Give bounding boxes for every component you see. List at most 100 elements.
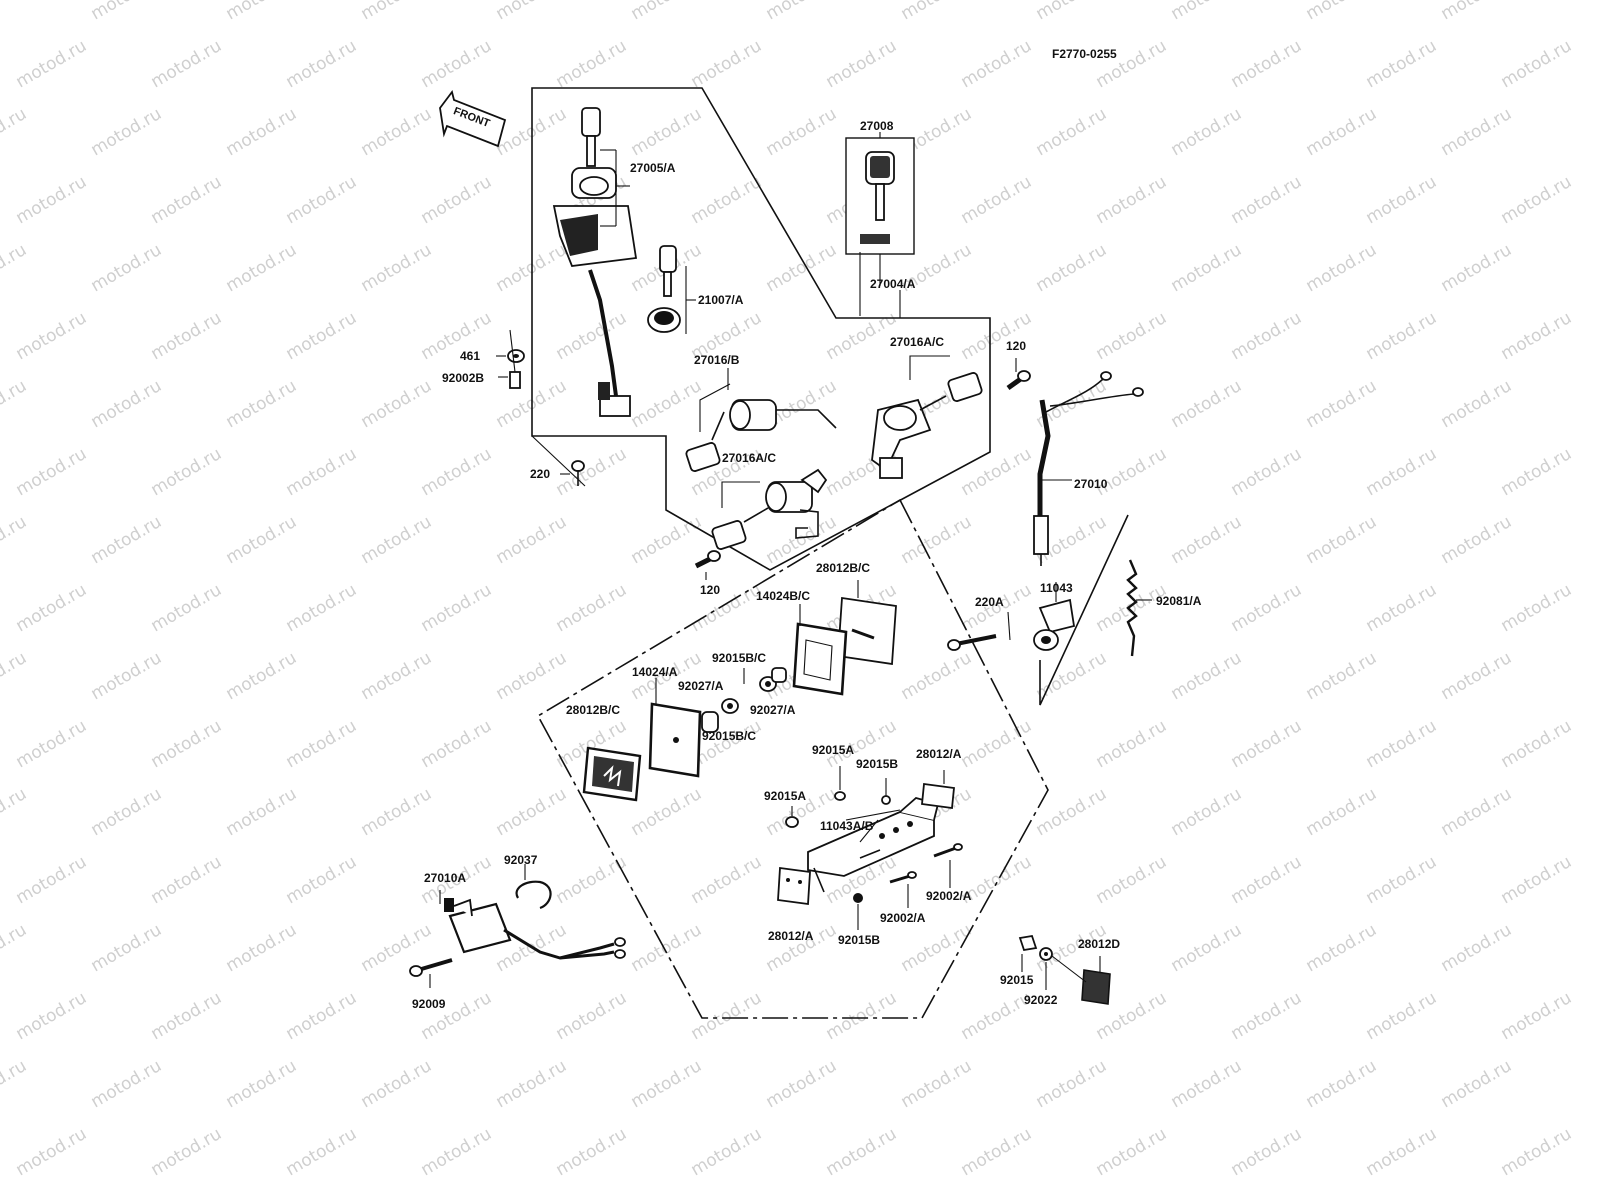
watermark-text: motod.ru xyxy=(0,240,30,296)
watermark-text: motod.ru xyxy=(13,716,91,772)
watermark-text: motod.ru xyxy=(88,240,166,296)
watermark-text: motod.ru xyxy=(628,104,706,160)
watermark-text: motod.ru xyxy=(1033,784,1111,840)
watermark-text: motod.ru xyxy=(1303,512,1381,568)
watermark-text: motod.ru xyxy=(0,784,30,840)
watermark-text: motod.ru xyxy=(148,988,226,1044)
watermark-text: motod.ru xyxy=(1033,0,1111,24)
watermark-text: motod.ru xyxy=(148,444,226,500)
watermark-text: motod.ru xyxy=(283,852,361,908)
watermark-text: motod.ru xyxy=(223,240,301,296)
watermark-text: motod.ru xyxy=(1438,648,1516,704)
watermark-text: motod.ru xyxy=(1168,648,1246,704)
label-11043: 11043 xyxy=(1040,581,1073,595)
watermark-text: motod.ru xyxy=(1363,308,1441,364)
watermark-text: motod.ru xyxy=(283,716,361,772)
label-27004a: 27004/A xyxy=(870,277,916,291)
screw-92009-part xyxy=(409,958,453,988)
switch-27010a-part xyxy=(439,890,626,960)
watermark-text: motod.ru xyxy=(283,36,361,92)
socket-92027a-right-part xyxy=(771,667,787,683)
watermark-text: motod.ru xyxy=(223,376,301,432)
watermark-text: motod.ru xyxy=(418,36,496,92)
watermark-text: motod.ru xyxy=(13,308,91,364)
bracket-11043-part xyxy=(1033,582,1076,651)
watermark-text: motod.ru xyxy=(148,1124,226,1180)
watermark-text: motod.ru xyxy=(1438,920,1516,976)
watermark-text: motod.ru xyxy=(1303,920,1381,976)
screw-92002b-part xyxy=(509,329,521,389)
watermark-text: motod.ru xyxy=(1228,988,1306,1044)
watermark-text: motod.ru xyxy=(1168,240,1246,296)
watermark-text: motod.ru xyxy=(1498,1124,1576,1180)
label-92027a-right: 92027/A xyxy=(750,703,796,717)
watermark-text: motod.ru xyxy=(628,512,706,568)
label-92002a-right: 92002/A xyxy=(926,889,972,903)
bolt-120-lower-part xyxy=(694,550,721,569)
nut-92015a-lower-part xyxy=(785,806,799,828)
diagram-code: F2770-0255 xyxy=(1052,47,1117,61)
watermark-text: motod.ru xyxy=(283,444,361,500)
watermark-text: motod.ru xyxy=(1438,376,1516,432)
watermark-text: motod.ru xyxy=(0,376,30,432)
watermark-text: motod.ru xyxy=(88,512,166,568)
watermark-text: motod.ru xyxy=(148,852,226,908)
watermark-text: motod.ru xyxy=(1093,308,1171,364)
label-220a: 220A xyxy=(975,595,1004,609)
watermark-text: motod.ru xyxy=(223,0,301,24)
watermark-text: motod.ru xyxy=(1168,376,1246,432)
master-key-card-part xyxy=(845,132,915,255)
label-92037: 92037 xyxy=(504,853,538,867)
watermark-text: motod.ru xyxy=(553,444,631,500)
watermark-text: motod.ru xyxy=(958,308,1036,364)
label-21007a: 21007/A xyxy=(698,293,744,307)
watermark-text: motod.ru xyxy=(223,512,301,568)
watermark-text: motod.ru xyxy=(1498,988,1576,1044)
watermark-text: motod.ru xyxy=(493,784,571,840)
watermark-text: motod.ru xyxy=(553,580,631,636)
label-28012bc-left: 28012B/C xyxy=(566,703,620,717)
watermark-text: motod.ru xyxy=(88,784,166,840)
watermark-text: motod.ru xyxy=(148,580,226,636)
label-27010a: 27010A xyxy=(424,871,466,885)
watermark-text: motod.ru xyxy=(1168,512,1246,568)
watermark-text: motod.ru xyxy=(1093,716,1171,772)
watermark-text: motod.ru xyxy=(13,36,91,92)
watermark-text: motod.ru xyxy=(1168,784,1246,840)
label-27016ac-lower: 27016A/C xyxy=(722,451,776,465)
watermark-text: motod.ru xyxy=(13,580,91,636)
watermark-text: motod.ru xyxy=(823,1124,901,1180)
watermark-text: motod.ru xyxy=(13,444,91,500)
watermark-text: motod.ru xyxy=(223,648,301,704)
nut-92015a-upper-part xyxy=(834,766,846,801)
label-14024a: 14024/A xyxy=(632,665,678,679)
watermark-text: motod.ru xyxy=(283,1124,361,1180)
watermark-text: motod.ru xyxy=(1438,240,1516,296)
watermark-text: motod.ru xyxy=(418,580,496,636)
watermark-text: motod.ru xyxy=(493,648,571,704)
watermark-text: motod.ru xyxy=(1498,852,1576,908)
watermark-text: motod.ru xyxy=(88,1056,166,1112)
bolt-120-upper-part xyxy=(1006,370,1031,391)
watermark-text: motod.ru xyxy=(1363,988,1441,1044)
watermark-text: motod.ru xyxy=(763,240,841,296)
watermark-text: motod.ru xyxy=(148,716,226,772)
watermark-text: motod.ru xyxy=(1498,308,1576,364)
watermark-text: motod.ru xyxy=(763,104,841,160)
watermark-text: motod.ru xyxy=(1303,376,1381,432)
label-92015b-lower: 92015B xyxy=(838,933,880,947)
lamp-housing-14024a-part xyxy=(648,678,702,778)
watermark-text: motod.ru xyxy=(1228,444,1306,500)
watermark-text: motod.ru xyxy=(763,0,841,24)
label-28012bc-right: 28012B/C xyxy=(816,561,870,575)
watermark-text: motod.ru xyxy=(688,852,766,908)
nut-92015b-lower-part xyxy=(853,893,863,930)
watermark-text: motod.ru xyxy=(148,172,226,228)
label-92002a-lower: 92002/A xyxy=(880,911,926,925)
label-120-lower: 120 xyxy=(700,583,720,597)
label-11043ab: 11043A/B xyxy=(820,819,874,833)
watermark-text: motod.ru xyxy=(1228,716,1306,772)
watermark-text: motod.ru xyxy=(358,512,436,568)
watermark-text: motod.ru xyxy=(418,1124,496,1180)
